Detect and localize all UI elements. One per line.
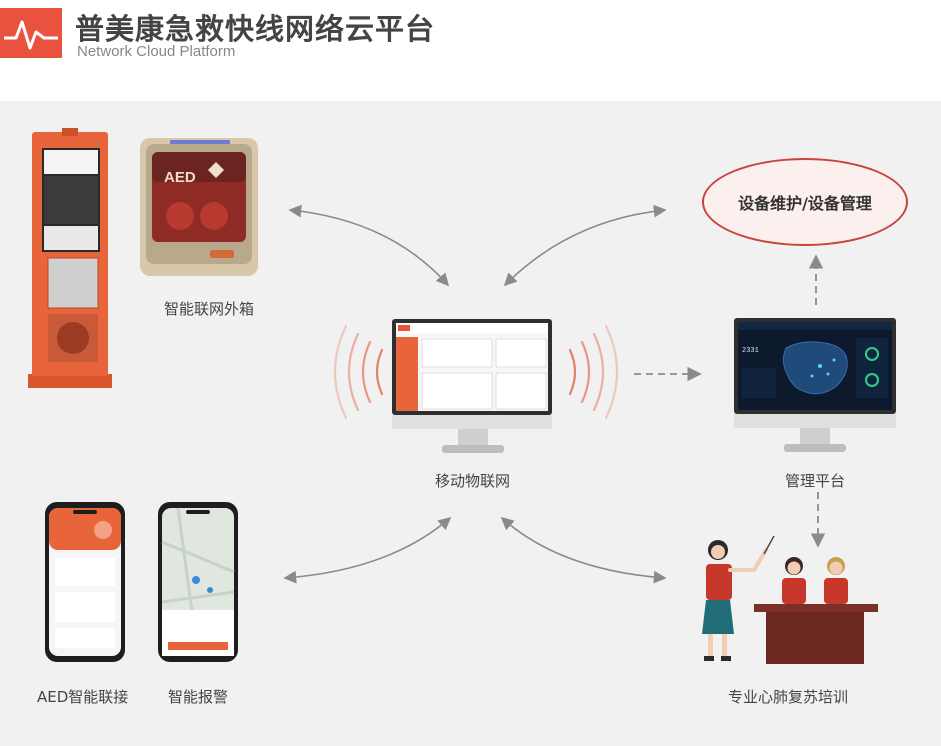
page-title: 普美康急救快线网络云平台 xyxy=(75,12,436,46)
label-cpr-training: 专业心肺复苏培训 xyxy=(728,688,849,706)
smart-box-illustration: AED xyxy=(140,138,258,276)
label-management-platform: 管理平台 xyxy=(785,472,846,490)
maintenance-ellipse: 设备维护/设备管理 xyxy=(702,158,908,246)
arrow-iot-maintenance xyxy=(503,204,667,287)
header: 普美康急救快线网络云平台 Network Cloud Platform xyxy=(0,0,941,100)
heartbeat-icon xyxy=(4,20,58,50)
iot-monitor-illustration xyxy=(392,319,552,453)
arrow-iot-training xyxy=(500,516,667,584)
platform-monitor-illustration: 2331 xyxy=(734,318,896,452)
aed-app-phone xyxy=(45,502,125,662)
aed-text: AED xyxy=(164,169,196,186)
signal-waves-right xyxy=(568,324,619,420)
cpr-training-illustration xyxy=(702,535,878,664)
maintenance-label: 设备维护/设备管理 xyxy=(738,194,872,213)
arrow-iot-phones xyxy=(283,516,452,584)
alarm-app-phone xyxy=(158,502,238,662)
aed-kiosk-illustration xyxy=(28,128,112,388)
label-aed-link: AED智能联接 xyxy=(37,688,129,706)
label-smart-box: 智能联网外箱 xyxy=(164,300,255,318)
dashboard-value: 2331 xyxy=(742,347,759,355)
page-subtitle: Network Cloud Platform xyxy=(77,43,236,60)
logo xyxy=(0,8,62,58)
label-mobile-iot: 移动物联网 xyxy=(435,472,511,490)
arrow-box-iot xyxy=(288,204,450,287)
label-smart-alarm: 智能报警 xyxy=(168,688,229,706)
signal-waves-left xyxy=(333,324,384,420)
